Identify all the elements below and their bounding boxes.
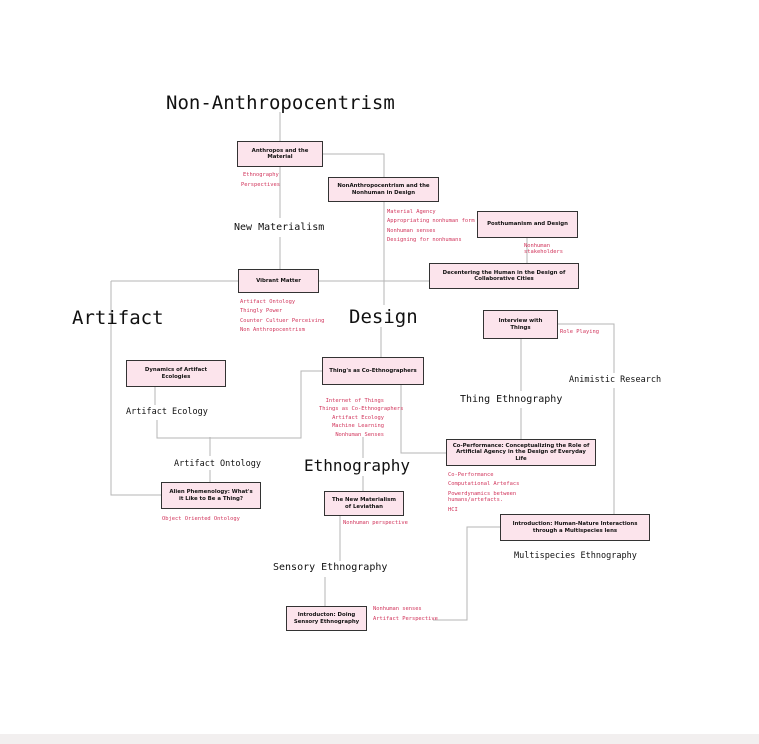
tags-interview-with-things: Role Playing	[560, 329, 599, 335]
tags-doing-sensory-ethnography: Nonhuman senses Artifact Perspective	[373, 606, 438, 623]
tag: Nonhuman	[524, 243, 550, 249]
tag: Thingly Power	[240, 308, 283, 315]
box-things-as-co-ethnographers[interactable]: Thing's as Co-Ethnographers	[322, 357, 424, 385]
tag: Role Playing	[560, 329, 599, 335]
box-posthumanism-and-design[interactable]: Posthumanism and Design	[477, 211, 578, 238]
tag: Material Agency	[387, 209, 436, 215]
heading-sensory-ethnography: Sensory Ethnography	[273, 562, 388, 573]
tag: Designing for nonhumans	[387, 237, 462, 244]
tag: Perspectives	[241, 182, 280, 189]
box-new-materialism-of-leviathan[interactable]: The New Materialism of Leviathan	[324, 491, 404, 516]
tag: Artifact Perspective	[373, 616, 438, 623]
connector	[400, 385, 446, 454]
tag: Ethnography	[243, 172, 279, 178]
tag: Internet of Things	[325, 398, 384, 404]
heading-artifact-ontology: Artifact Ontology	[174, 459, 261, 469]
heading-artifact: Artifact	[72, 307, 164, 329]
connector	[110, 281, 161, 496]
tag: Nonhuman Senses	[335, 431, 384, 438]
tag: Nonhuman perspective	[343, 520, 408, 526]
tag: Machine Learning	[332, 423, 384, 430]
connector	[323, 153, 385, 177]
tags-new-materialism-of-leviathan: Nonhuman perspective	[343, 520, 408, 526]
connector	[558, 323, 615, 373]
heading-multispecies-ethnography: Multispecies Ethnography	[514, 551, 637, 561]
heading-ethnography: Ethnography	[304, 456, 410, 475]
tag: Artifact Ecology	[332, 414, 384, 421]
heading-non-anthropocentrism: Non-Anthropocentrism	[166, 92, 395, 114]
box-nonanthropocentrism-in-design[interactable]: NonAnthropocentrism and the Nonhuman in …	[328, 177, 439, 202]
box-alien-phenomenology[interactable]: Alien Phemenology: What's it Like to Be …	[161, 482, 261, 509]
footer-band	[0, 734, 759, 744]
heading-artifact-ecology: Artifact Ecology	[126, 407, 208, 417]
box-human-nature-interactions[interactable]: Introduction: Human-Nature Interactions …	[500, 514, 650, 541]
tag: Computational Artefacs	[448, 481, 520, 488]
tag: humans/artefacts.	[448, 497, 504, 504]
tag: Nonhuman senses	[387, 227, 436, 234]
box-decentering-the-human[interactable]: Decentering the Human in the Design of C…	[429, 263, 579, 289]
tags-nonanthropocentrism-design: Material Agency Appropriating nonhuman f…	[387, 209, 475, 244]
tags-anthropos: Ethnography Perspectives	[241, 172, 280, 189]
box-dynamics-of-artifact-ecologies[interactable]: Dynamics of Artifact Ecologies	[126, 360, 226, 387]
tag: Object Oriented Ontology	[162, 516, 240, 522]
box-co-performance[interactable]: Co-Performance: Conceptualizing the Role…	[446, 439, 596, 466]
box-anthropos-and-the-material[interactable]: Anthropos and the Material	[237, 141, 323, 167]
heading-thing-ethnography: Thing Ethnography	[460, 394, 563, 405]
tag: Powerdynamics between	[448, 490, 517, 497]
tag: stakeholders	[524, 249, 563, 256]
heading-new-materialism: New Materialism	[234, 222, 325, 233]
heading-animistic-research: Animistic Research	[569, 375, 662, 385]
tag: Co-Performance	[448, 472, 494, 478]
tag: Things as Co-Ethnographers	[319, 406, 404, 413]
tags-things-as-co-ethnographers: Internet of Things Things as Co-Ethnogra…	[319, 398, 404, 438]
tag: HCI	[448, 506, 458, 513]
box-doing-sensory-ethnography[interactable]: Introducton: Doing Sensory Ethnography	[286, 606, 367, 631]
tags-posthumanism: Nonhuman stakeholders	[524, 243, 563, 256]
tag: Artifact Ontology	[240, 299, 296, 305]
connector	[433, 526, 500, 621]
tag: Nonhuman senses	[373, 606, 422, 612]
tags-vibrant-matter: Artifact Ontology Thingly Power Counter …	[240, 299, 324, 334]
tag: Counter Cultuer Perceiving	[240, 317, 325, 324]
heading-design: Design	[349, 306, 418, 328]
tags-alien-phenomenology: Object Oriented Ontology	[162, 516, 240, 522]
box-interview-with-things[interactable]: Interview with Things	[483, 310, 558, 339]
tags-co-performance: Co-Performance Computational Artefacs Po…	[448, 472, 519, 513]
connector	[156, 370, 322, 439]
tag: Non Anthropocentrism	[240, 327, 305, 334]
tag: Appropriating nonhuman form	[387, 218, 475, 225]
box-vibrant-matter[interactable]: Vibrant Matter	[238, 269, 319, 293]
